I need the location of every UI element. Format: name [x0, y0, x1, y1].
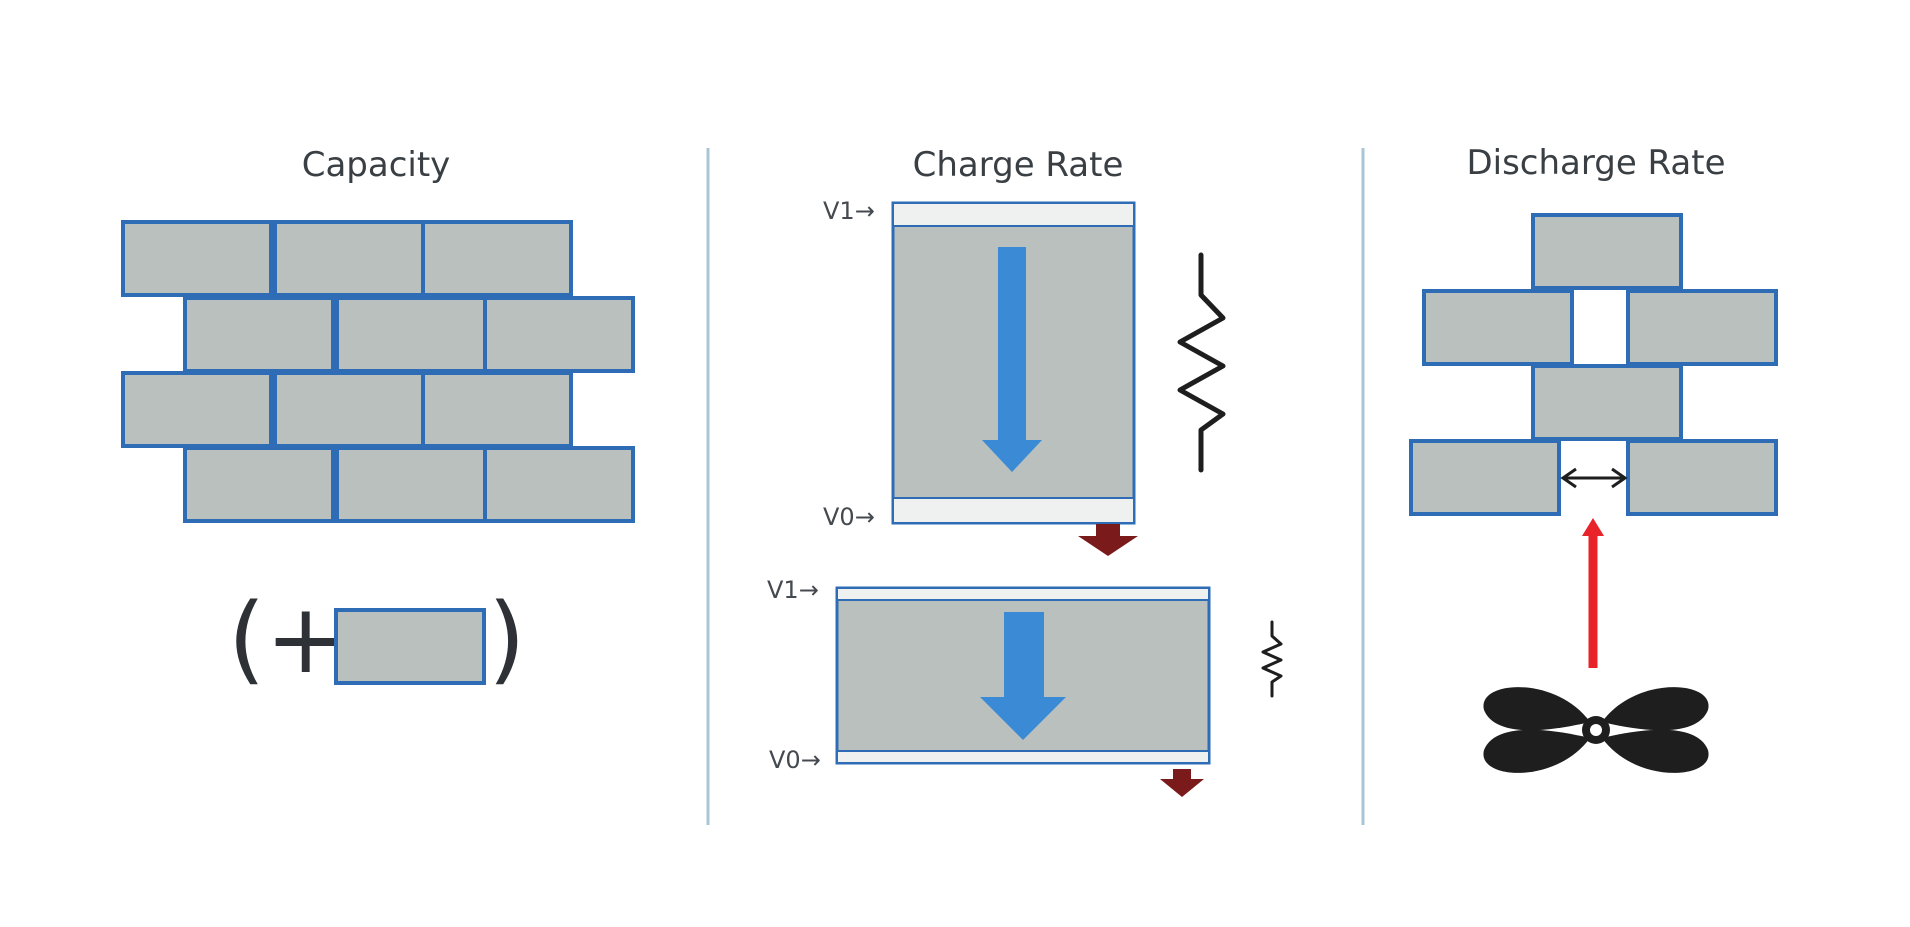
brick	[183, 446, 335, 523]
bottom-tank-drain-arrow-icon	[1160, 769, 1204, 797]
brick	[421, 371, 573, 448]
extra-brick-open-label: (+	[228, 583, 346, 695]
bottom-tank-header-band	[838, 589, 1208, 599]
top-tank-flow-arrow	[982, 247, 1042, 472]
brick	[335, 296, 487, 373]
brick	[1626, 289, 1778, 366]
bottom-tank-v0-label: V0→	[769, 746, 821, 774]
fan-airflow-arrow	[1582, 518, 1604, 668]
bottom-tank: V1→ V0→	[767, 576, 1283, 797]
extra-brick-close-label: )	[488, 583, 525, 695]
capacity-brick-wall	[121, 220, 635, 523]
extra-brick-group: (+ )	[228, 583, 525, 695]
brick	[273, 371, 425, 448]
double-arrow-icon	[1560, 467, 1628, 489]
top-tank: V1→ V0→	[823, 197, 1226, 556]
bottom-tank-flow-arrow	[980, 612, 1066, 740]
brick	[421, 220, 573, 297]
top-tank-footer-band	[894, 498, 1133, 522]
top-tank-v1-label: V1→	[823, 197, 875, 225]
brick	[1422, 289, 1574, 366]
brick	[1409, 439, 1561, 516]
capacity-title: Capacity	[302, 145, 451, 185]
brick	[483, 296, 635, 373]
top-tank-v0-label: V0→	[823, 503, 875, 531]
brick	[273, 220, 425, 297]
extra-brick	[334, 608, 486, 685]
capacity-panel: Capacity (+ )	[121, 145, 635, 695]
brick	[335, 446, 487, 523]
brick	[121, 371, 273, 448]
brick	[1626, 439, 1778, 516]
brick	[1531, 364, 1683, 441]
discharge-rate-title: Discharge Rate	[1466, 143, 1725, 183]
bottom-tank-v1-label: V1→	[767, 576, 819, 604]
top-tank-header-band	[894, 204, 1133, 226]
top-tank-drain-arrow-icon	[1078, 524, 1138, 556]
brick	[483, 446, 635, 523]
bottom-tank-resistor-icon	[1261, 620, 1283, 698]
brick	[121, 220, 273, 297]
charge-rate-title: Charge Rate	[913, 145, 1124, 185]
discharge-brick-stack	[1409, 213, 1778, 516]
discharge-rate-panel: Discharge Rate	[1409, 143, 1778, 773]
top-tank-resistor-icon	[1177, 252, 1226, 473]
bottom-tank-footer-band	[838, 752, 1208, 762]
charge-rate-panel: Charge Rate V1→ V0→	[767, 145, 1283, 797]
brick	[183, 296, 335, 373]
brick	[1531, 213, 1683, 290]
fan-icon	[1483, 687, 1709, 773]
